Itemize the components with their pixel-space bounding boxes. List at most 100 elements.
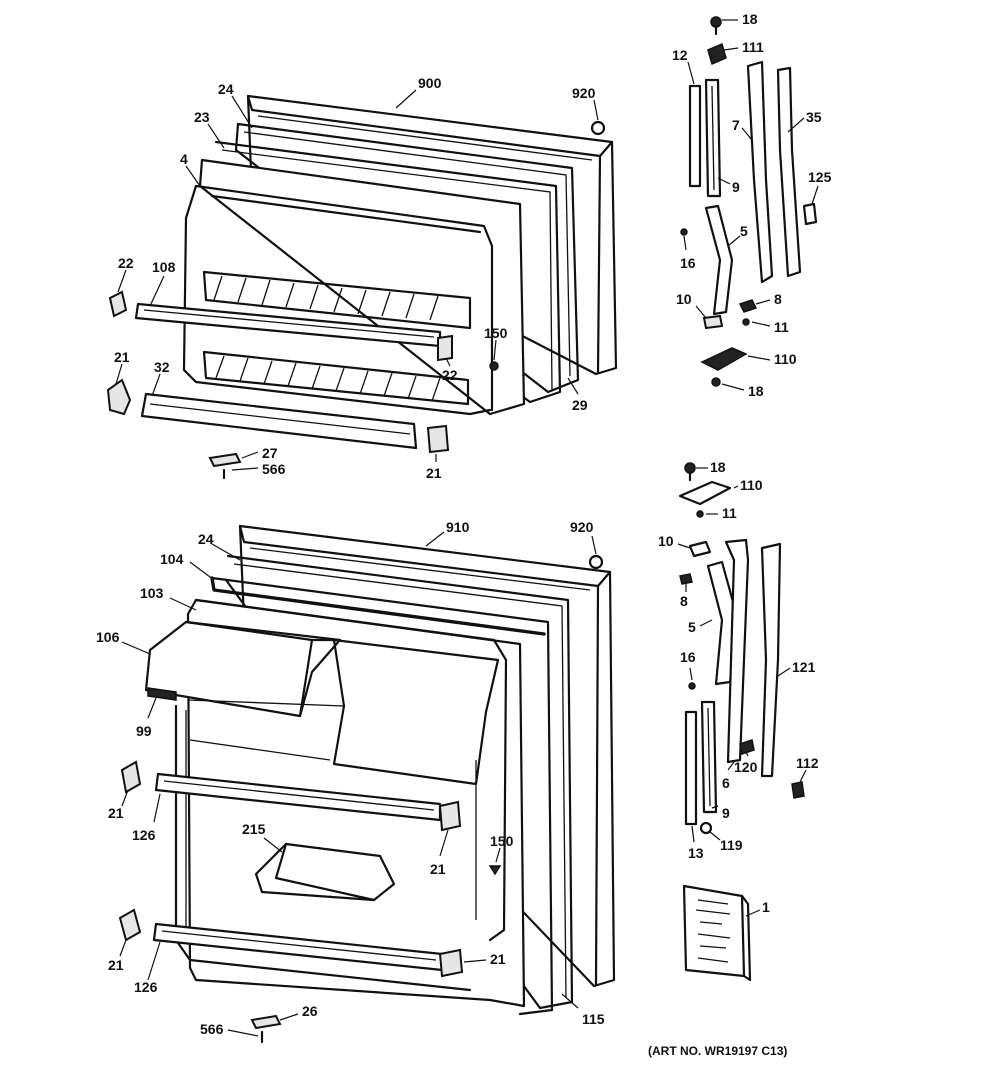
label-21-left: 21 (114, 349, 130, 365)
fresh-trim-121 (760, 542, 782, 778)
label-920-lower: 920 (570, 519, 594, 535)
label-106: 106 (96, 629, 120, 645)
label-125: 125 (808, 169, 832, 185)
label-24-lower: 24 (198, 531, 214, 547)
label-9-fresh: 9 (722, 805, 730, 821)
label-8: 8 (774, 291, 782, 307)
label-99: 99 (136, 723, 152, 739)
fresh-breaker-strip (210, 576, 554, 1016)
label-24: 24 (218, 81, 234, 97)
label-910: 910 (446, 519, 470, 535)
label-35: 35 (806, 109, 822, 125)
freezer-door-assembly (106, 94, 618, 480)
label-21-right: 21 (426, 465, 442, 481)
label-18-top: 18 (742, 11, 758, 27)
label-1: 1 (762, 899, 770, 915)
fresh-trim-6 (724, 538, 750, 764)
label-566-lower: 566 (200, 1021, 224, 1037)
freezer-bushing-8 (738, 299, 758, 313)
freezer-upper-shelf (202, 270, 472, 330)
label-16-fresh: 16 (680, 649, 696, 665)
freezer-lower-shelf (202, 350, 470, 406)
freezer-door-labels: 900 920 24 23 4 22 108 21 32 150 22 29 2… (114, 75, 599, 481)
fresh-plug-150 (488, 865, 502, 876)
label-6: 6 (722, 775, 730, 791)
fresh-hinge-110 (678, 480, 732, 506)
label-900: 900 (418, 75, 442, 91)
fresh-hinge-labels: 18 110 11 10 8 5 16 121 120 6 112 9 119 … (658, 459, 819, 917)
label-120: 120 (734, 759, 758, 775)
label-18-fresh: 18 (710, 459, 726, 475)
fresh-end-cap-21-lower-right (438, 948, 464, 978)
freezer-trim-12 (688, 84, 702, 188)
freezer-hinge-110 (700, 347, 748, 371)
freezer-end-cap-21-left (106, 378, 132, 416)
label-103: 103 (140, 585, 164, 601)
label-18-bottom: 18 (748, 383, 764, 399)
freezer-hinge-111 (707, 42, 727, 66)
fresh-end-cap-21-upper-left (120, 760, 142, 794)
label-13: 13 (688, 845, 704, 861)
freezer-handle-7 (746, 60, 774, 284)
label-111: 111 (742, 39, 764, 55)
label-108: 108 (152, 259, 176, 275)
label-22-right: 22 (442, 367, 458, 383)
label-21-fresh-lower-right: 21 (490, 951, 506, 967)
label-119: 119 (720, 837, 743, 853)
fresh-screw-11 (696, 510, 704, 518)
label-215: 215 (242, 821, 266, 837)
label-5: 5 (740, 223, 748, 239)
label-10: 10 (676, 291, 692, 307)
freezer-plug-920 (590, 120, 606, 136)
label-4: 4 (180, 151, 188, 167)
art-number: (ART NO. WR19197 C13) (648, 1044, 787, 1058)
label-150: 150 (484, 325, 508, 341)
fresh-end-cap-21-lower-left (118, 908, 142, 942)
freezer-cap-125 (802, 202, 818, 226)
label-32: 32 (154, 359, 170, 375)
label-126-upper: 126 (132, 827, 156, 843)
label-10-fresh: 10 (658, 533, 674, 549)
label-115: 115 (582, 1011, 605, 1027)
freezer-clip-27 (208, 452, 242, 468)
fresh-food-door-assembly (118, 524, 616, 1044)
fresh-bushing-120 (739, 739, 755, 755)
freezer-screw-18-bottom (711, 377, 721, 387)
label-11-fresh: 11 (722, 505, 737, 521)
label-11: 11 (774, 319, 789, 335)
freezer-screw-11 (742, 318, 750, 326)
label-21-fresh-lower-left: 21 (108, 957, 124, 973)
fresh-bushing-8 (679, 573, 693, 585)
freezer-end-cap-22-right (437, 334, 453, 362)
label-12: 12 (672, 47, 688, 63)
freezer-shelf-bar-32 (140, 392, 418, 450)
label-22-left: 22 (118, 255, 134, 271)
fresh-trim-13 (684, 710, 698, 826)
label-150-lower: 150 (490, 833, 514, 849)
fresh-hinge-assembly (678, 462, 805, 982)
label-566: 566 (262, 461, 286, 477)
label-8-fresh: 8 (680, 593, 688, 609)
freezer-end-cap-21-right (426, 424, 450, 454)
label-27: 27 (262, 445, 278, 461)
fresh-dairy-trim-99 (147, 687, 177, 701)
label-920: 920 (572, 85, 596, 101)
label-29: 29 (572, 397, 588, 413)
label-23: 23 (194, 109, 210, 125)
freezer-screw-16 (680, 228, 688, 236)
label-126-lower: 126 (134, 979, 158, 995)
freezer-hinge-labels: 18 111 12 7 35 9 125 5 16 10 8 11 110 18 (672, 11, 832, 399)
freezer-hinge-assembly (680, 16, 818, 387)
fresh-clip-26 (250, 1014, 282, 1030)
freezer-trim-35 (776, 66, 802, 278)
label-9: 9 (732, 179, 740, 195)
freezer-plug-150 (489, 361, 499, 371)
label-104: 104 (160, 551, 184, 567)
fresh-cap-112 (791, 781, 805, 799)
freezer-end-cap-22-left (108, 290, 128, 318)
label-21-fresh-upper-right: 21 (430, 861, 446, 877)
freezer-hinge-10 (702, 314, 724, 330)
label-26: 26 (302, 1003, 318, 1019)
label-121: 121 (792, 659, 816, 675)
